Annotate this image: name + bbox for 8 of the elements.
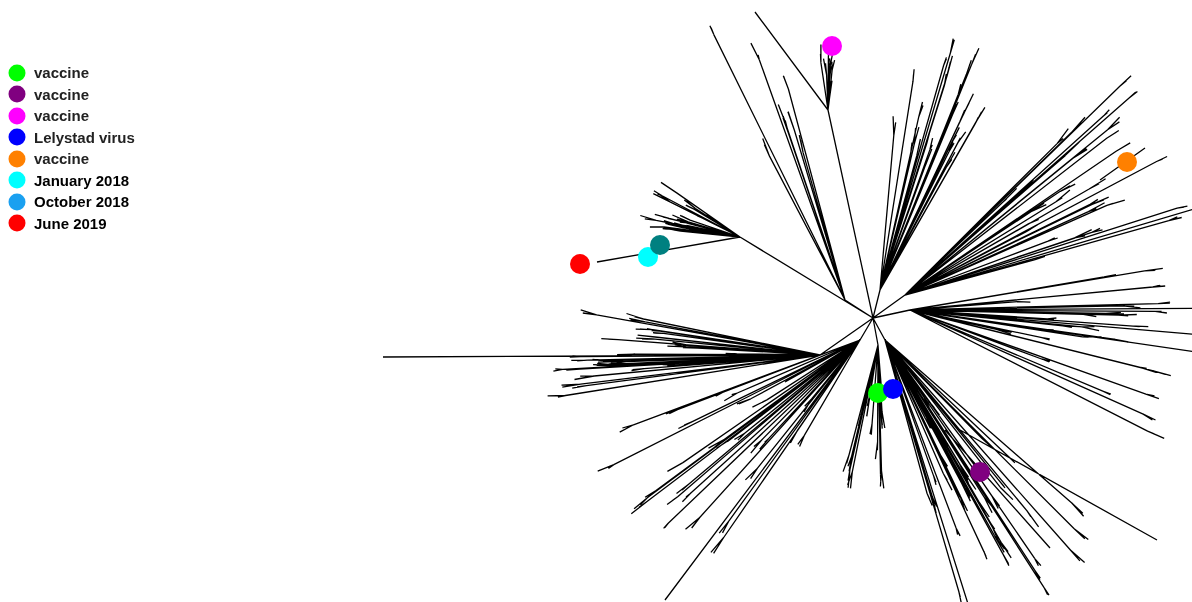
legend-label: vaccine <box>34 107 90 125</box>
legend-label: June 2019 <box>34 214 107 232</box>
legend-label: January 2018 <box>34 171 130 189</box>
legend-label: vaccine <box>34 150 90 168</box>
legend-label: October 2018 <box>34 193 130 211</box>
legend-label: Lelystad virus <box>34 128 135 146</box>
legend-label: vaccine <box>34 85 90 103</box>
legend-label: vaccine <box>34 64 90 82</box>
